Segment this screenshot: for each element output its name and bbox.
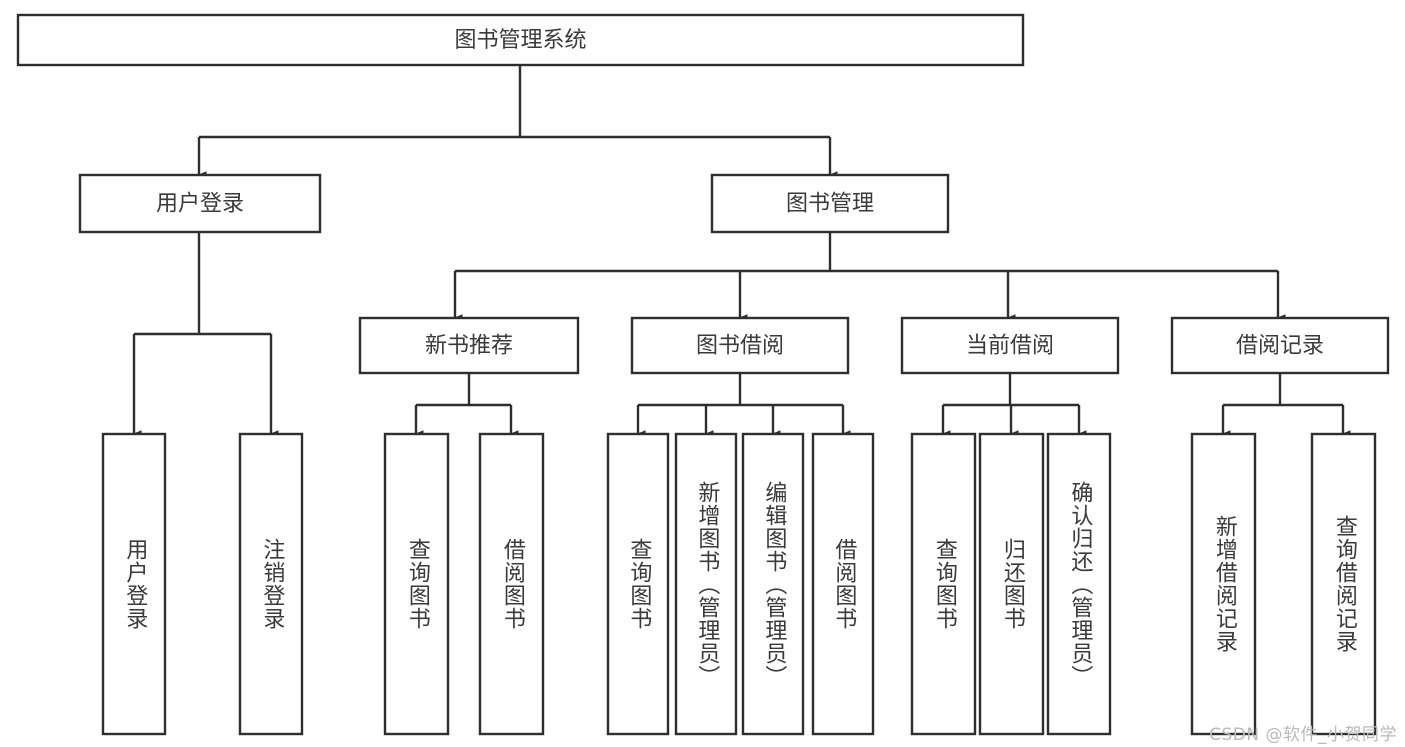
node-box-book-manage[interactable] bbox=[710, 173, 950, 234]
node-label-book-borrow: 图书借阅 bbox=[696, 334, 784, 359]
node-box-leaf-borrow-book-1[interactable] bbox=[478, 432, 545, 736]
node-box-new-book-recommend[interactable] bbox=[358, 316, 580, 375]
node-label-user-login: 用户登录 bbox=[156, 192, 244, 217]
node-label-root: 图书管理系统 bbox=[454, 28, 586, 53]
node-label-borrow-record: 借阅记录 bbox=[1236, 334, 1324, 359]
node-box-leaf-edit-book[interactable] bbox=[741, 432, 805, 736]
node-label-current-borrow: 当前借阅 bbox=[966, 334, 1054, 359]
node-label-book-manage: 图书管理 bbox=[786, 192, 874, 217]
node-box-book-borrow[interactable] bbox=[630, 316, 850, 375]
node-box-leaf-query-record[interactable] bbox=[1310, 432, 1377, 736]
node-box-leaf-add-book[interactable] bbox=[674, 432, 738, 736]
node-box-user-login[interactable] bbox=[78, 173, 322, 234]
node-box-root[interactable] bbox=[16, 13, 1025, 67]
node-box-leaf-query-book-1[interactable] bbox=[383, 432, 450, 736]
node-box-leaf-add-record[interactable] bbox=[1190, 432, 1257, 736]
node-box-leaf-confirm-return[interactable] bbox=[1046, 432, 1112, 736]
csdn-watermark: CSDN @软件_小贺同学 bbox=[1209, 725, 1397, 745]
node-box-current-borrow[interactable] bbox=[900, 316, 1120, 375]
node-box-borrow-record[interactable] bbox=[1170, 316, 1390, 375]
connector-lines bbox=[132, 65, 1351, 438]
node-box-leaf-logout[interactable] bbox=[238, 432, 304, 736]
node-box-leaf-return-book[interactable] bbox=[978, 432, 1045, 736]
node-box-leaf-user-login[interactable] bbox=[101, 432, 167, 736]
node-box-leaf-borrow-book-2[interactable] bbox=[811, 432, 875, 736]
node-label-new-book-recommend: 新书推荐 bbox=[425, 334, 513, 359]
node-boxes bbox=[16, 13, 1390, 736]
node-box-leaf-query-book-3[interactable] bbox=[910, 432, 977, 736]
node-box-leaf-query-book-2[interactable] bbox=[606, 432, 670, 736]
